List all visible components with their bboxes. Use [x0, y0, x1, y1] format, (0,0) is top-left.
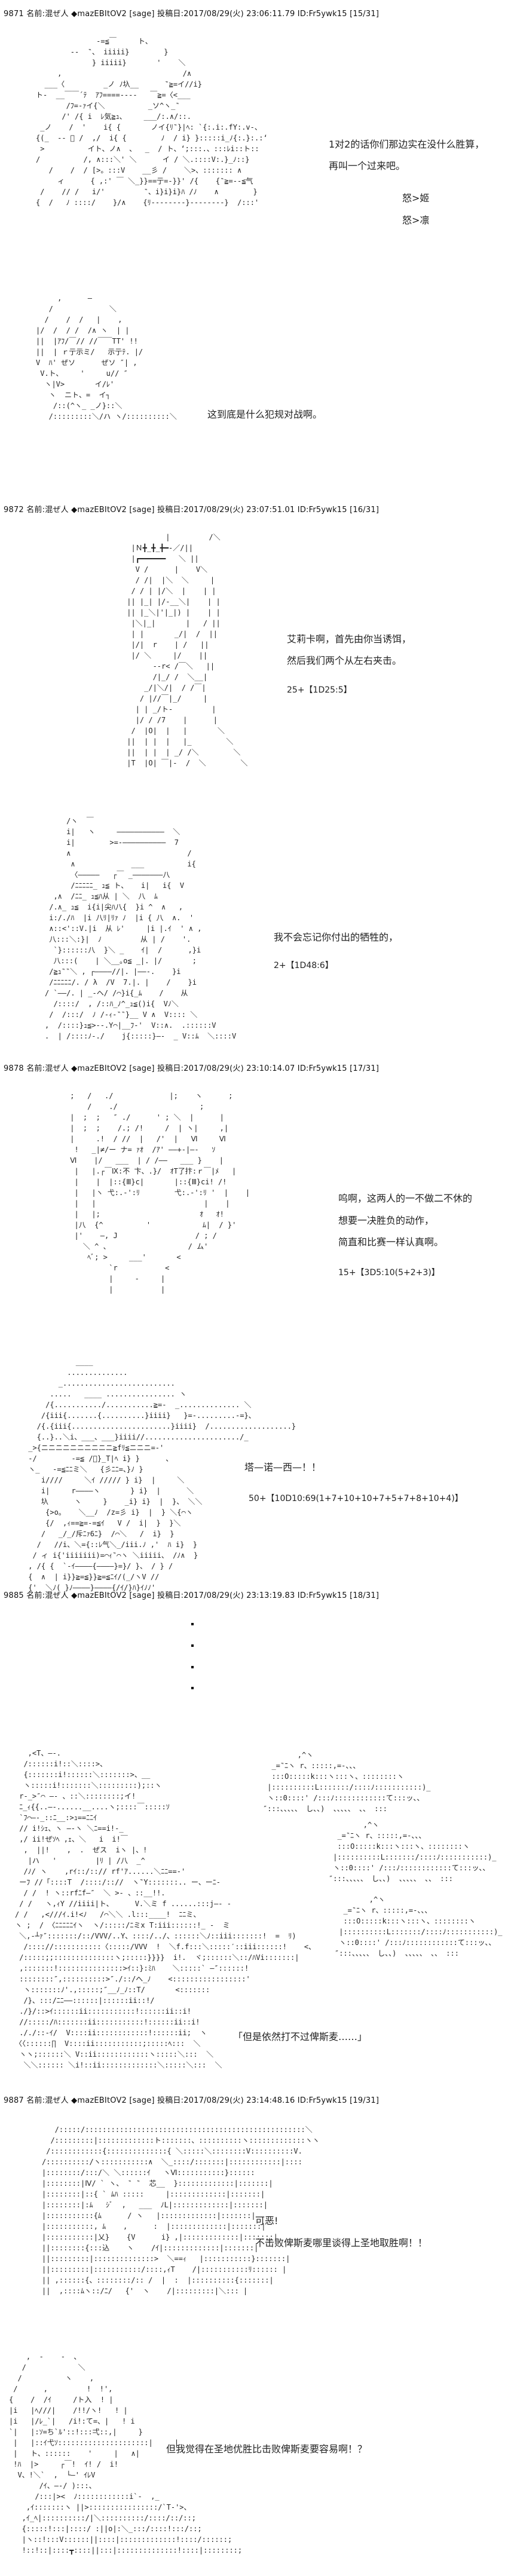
- dialogue-line: 可恶!: [255, 2215, 279, 2226]
- dialogue-line: 呜啊，这两人的一不做二不休的: [338, 1193, 473, 1204]
- ascii-art: -=≦￣ ト、 -‐ ‶、 iiiii} } } iiiii} ' ＼ , /∧…: [36, 37, 268, 207]
- ellipsis-dot: [191, 1687, 194, 1689]
- ascii-art: ,^ヽ _=‶ﾆヽ r、:::::,=-、、、 :::O:::::k:::ヽ::…: [335, 1895, 503, 1958]
- ellipsis-dot: [191, 1666, 194, 1668]
- ascii-art: ,^ヽ _=‶ﾆヽ r、:::::,=-、、、 :::O:::::k:::ヽ::…: [263, 1751, 431, 1813]
- dialogue-line: 再叫一个过来吧。: [329, 160, 406, 171]
- dialogue-line: 怒>姬: [402, 192, 430, 204]
- ellipsis-dot: [191, 1623, 194, 1625]
- dialogue-line: 「但是依然打不过俾斯麦……」: [233, 2031, 368, 2042]
- dialogue-line: 塔—诺—西—！！: [244, 1462, 322, 1473]
- ascii-art: , ― / ＼ / / / | , |/ / / / /∧ ヽ | | || |…: [36, 294, 177, 421]
- dialogue-line: 1对2的话你们那边实在没什么胜算，: [329, 139, 485, 150]
- ascii-art: ____ .............. _...................…: [28, 1358, 296, 1592]
- post-header: 9871 名前:混ぜ人 ◆mazEBItOV2 [sage] 投稿日:2017/…: [4, 10, 380, 19]
- post-header: 9872 名前:混ぜ人 ◆mazEBItOV2 [sage] 投稿日:2017/…: [4, 506, 380, 514]
- dialogue-line: 不击败俾斯麦哪里谈得上圣地取胜啊！！: [255, 2237, 428, 2249]
- dice-roll: 25+【1D25:5】: [287, 685, 352, 695]
- dialogue-line: 简直和比赛一样认真啊。: [338, 1236, 444, 1248]
- post-header: 9885 名前:混ぜ人 ◆mazEBItOV2 [sage] 投稿日:2017/…: [4, 1591, 380, 1600]
- dialogue-line: 怒>凛: [402, 215, 430, 226]
- ascii-art: /:::::/:::::::::::::::::::::::::::::::::…: [42, 2125, 320, 2295]
- dialogue-line: 艾莉卡啊，首先由你当诱饵，: [287, 633, 412, 645]
- ascii-art: ; / ./ |; ヽ ; / ./ ; | ; ; ″ ./ ' ; ＼ | …: [70, 1092, 250, 1294]
- ascii-art: , ‐ ‐ 、 / ＼ / ヽ , / , ! !', { / /ｲ /ト入 !…: [9, 2353, 243, 2554]
- dice-roll: 15+【3D5:10(5+2+3)】: [338, 1268, 440, 1278]
- dialogue-line: 想要一决胜负的动作，: [338, 1215, 434, 1226]
- dialogue-line: 然后我们两个从左右夹击。: [287, 655, 402, 666]
- dialogue-line: 但我觉得在圣地优胜比击败俾斯麦要容易啊！？: [166, 2443, 368, 2455]
- dice-roll: 2+【1D48:6】: [274, 961, 333, 970]
- ascii-art: ,^ヽ _=‶ﾆヽ r、:::::,=-、、、 :::O:::::k:::ヽ::…: [329, 1821, 497, 1883]
- ascii-art: | /＼ |Ｎ╋_╋_╋━-／/|| |┏━━━━━━ ＼ || V / | V…: [127, 533, 248, 767]
- dialogue-line: 我不会忘记你付出的牺牲的，: [274, 932, 399, 943]
- dialogue-line: 这到底是什么犯规对战啊。: [207, 409, 323, 420]
- post-header: 9878 名前:混ぜ人 ◆mazEBItOV2 [sage] 投稿日:2017/…: [4, 1064, 380, 1073]
- ascii-art: /ヽ ￣ i| ヽ ――――――――――― ＼ i| >=-――――――――――…: [45, 817, 237, 1040]
- ellipsis-dot: [191, 1644, 194, 1647]
- post-header: 9887 名前:混ぜ人 ◆mazEBItOV2 [sage] 投稿日:2017/…: [4, 2096, 380, 2105]
- ascii-art: ,<T、―-. /::::::i!::＼::::>、 {:::::::i!:::…: [15, 1749, 316, 2069]
- dice-roll: 50+【10D10:69(1+7+10+10+7+5+7+8+10+4)】: [249, 1494, 463, 1503]
